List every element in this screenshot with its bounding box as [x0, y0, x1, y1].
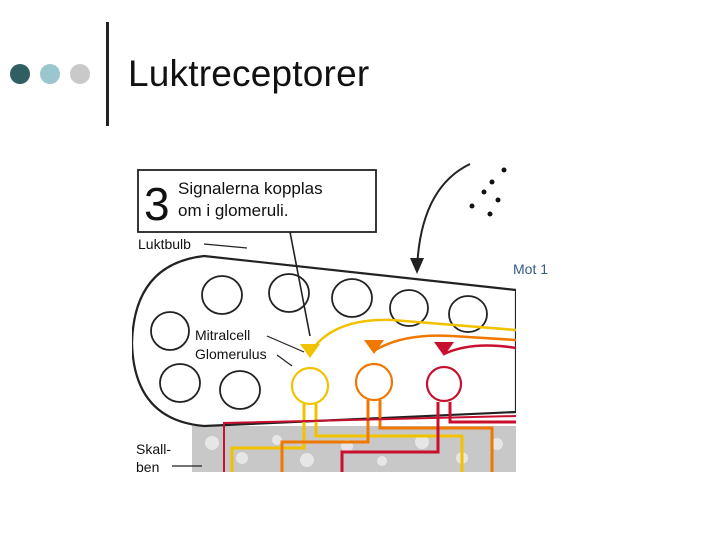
olfactory-bulb-figure: 3 Signalerna kopplas om i glomeruli. Luk… — [132, 158, 516, 472]
glomerulus-structures — [290, 362, 463, 406]
mitral-cell-yellow — [300, 344, 320, 358]
mitral-cell-orange — [364, 340, 384, 354]
label-bulb: Luktbulb — [138, 236, 191, 252]
callout-line-2: om i glomeruli. — [178, 201, 289, 220]
glomeruli — [150, 273, 488, 410]
leader-bulb — [203, 243, 248, 249]
slide-title: Luktreceptorer — [128, 53, 370, 94]
leader-glomerulus — [276, 354, 293, 367]
label-mitral: Mitralcell — [195, 327, 250, 343]
bullet-dot-light — [40, 64, 60, 84]
label-skull-1: Skall- — [136, 441, 171, 457]
bullet-dot-gray — [70, 64, 90, 84]
callout-pointer — [289, 231, 311, 337]
receptor-fibers — [223, 400, 516, 472]
label-glomerulus: Glomerulus — [195, 346, 267, 362]
step-number: 3 — [144, 178, 170, 230]
callout-box — [137, 169, 377, 233]
label-skull-2: ben — [136, 459, 159, 472]
input-arrow — [416, 163, 471, 271]
callout-line-1: Signalerna kopplas — [178, 179, 323, 198]
bullet-dot-dark — [10, 64, 30, 84]
figure-svg: 3 Signalerna kopplas om i glomeruli. Luk… — [132, 163, 516, 472]
neuron-dots — [469, 167, 507, 217]
mitral-cell-red — [434, 342, 454, 356]
leader-mitral — [266, 335, 305, 353]
side-note: Mot 1 — [513, 261, 549, 277]
title-divider — [106, 22, 109, 126]
mitral-cells — [300, 340, 454, 358]
arrow-head-icon — [410, 258, 424, 274]
